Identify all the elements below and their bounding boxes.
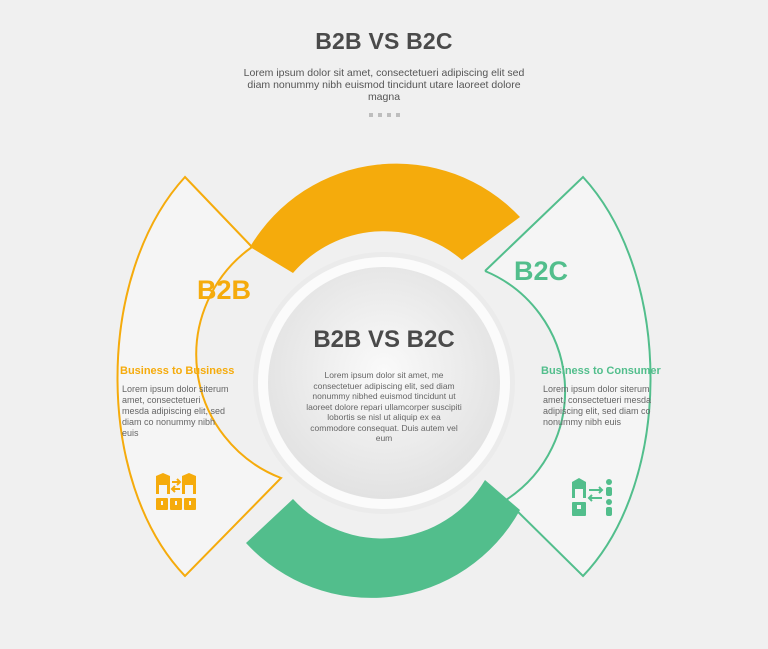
b2c-arc [246, 480, 520, 598]
b2b-arc [250, 163, 520, 273]
warehouse-exchange-icon [156, 473, 196, 510]
center-description: Lorem ipsum dolor sit amet, me consectet… [306, 370, 462, 443]
center-title: B2B VS B2C [313, 326, 455, 353]
b2c-description: Lorem ipsum dolor siterum amet, consecte… [543, 384, 652, 427]
page-subtitle: Lorem ipsum dolor sit amet, consectetuer… [243, 67, 525, 103]
b2b-label: B2B [197, 275, 252, 305]
b2c-leaf-outline [484, 175, 652, 578]
b2c-heading: Business to Consumer [541, 365, 661, 377]
header: B2B VS B2C Lorem ipsum dolor sit amet, c… [0, 28, 768, 117]
pagination-dots [0, 113, 768, 117]
b2b-description: Lorem ipsum dolor siterum amet, consecte… [122, 384, 229, 438]
b2b-heading: Business to Business [120, 365, 235, 377]
b2c-label: B2C [514, 256, 569, 286]
page-title: B2B VS B2C [315, 28, 453, 54]
center-disc [268, 267, 500, 499]
store-to-customer-icon [572, 478, 612, 516]
